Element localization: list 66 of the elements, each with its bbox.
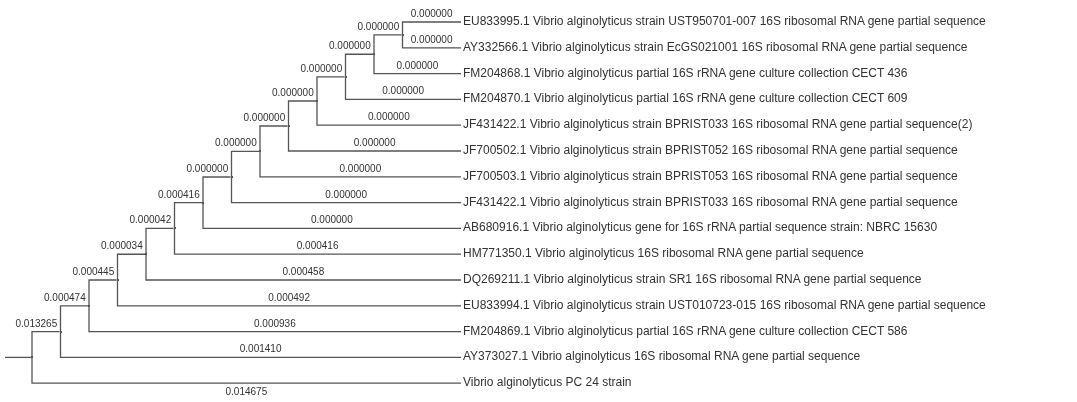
taxon-label: JF700502.1 Vibrio alginolyticus strain BPRIST052 16S ribosomal RNA gene partial sequence — [461, 143, 958, 157]
tree-branch — [145, 253, 462, 281]
tree-branch — [401, 21, 462, 36]
tree-branch — [373, 53, 462, 75]
branch-node — [344, 75, 347, 78]
tree-branch — [59, 330, 462, 359]
taxon-label: FM204870.1 Vibrio alginolyticus partial 16S rRNA gene culture collection CECT 609 — [461, 91, 908, 106]
branch-length-label: 0.000000 — [356, 20, 401, 33]
tree-branch — [287, 100, 317, 127]
taxon-label: HM771350.1 Vibrio alginolyticus 16S ribosomal RNA gene partial sequence — [461, 246, 864, 261]
taxon-label: JF431422.1 Vibrio alginolyticus strain BPRIST033 16S ribosomal RNA gene partial sequence — [461, 194, 958, 209]
tree-branch — [401, 34, 462, 49]
branch-length-label: 0.000445 — [71, 266, 116, 278]
tree-branch — [4, 356, 32, 359]
tree-branch — [173, 202, 203, 230]
tree-branch — [316, 100, 462, 126]
taxon-label: JF700503.1 Vibrio alginolyticus strain BPRIST053 16S ribosomal RNA gene partial sequence — [461, 168, 958, 183]
tree-branch — [173, 227, 462, 255]
taxon-label: DQ269211.1 Vibrio alginolyticus strain SR1 16S ribosomal RNA gene partial sequence — [461, 272, 922, 286]
taxon-label: FM204869.1 Vibrio alginolyticus partial 16S rRNA gene culture collection CECT 586 — [461, 323, 908, 338]
branch-node — [401, 33, 404, 36]
branch-length-label: 0.000458 — [281, 266, 326, 278]
branch-length-label: 0.000936 — [253, 317, 297, 330]
branch-length-label: 0.000000 — [395, 59, 440, 72]
tree-branch — [88, 279, 118, 307]
branch-length-label: 0.000000 — [338, 162, 383, 175]
branch-length-label: 0.000000 — [242, 112, 287, 124]
branch-length-label: 0.000000 — [409, 33, 454, 46]
tree-branch — [287, 125, 462, 152]
tree-branch — [373, 34, 403, 55]
tree-branch — [31, 356, 462, 384]
taxon-label: AY332566.1 Vibrio alginolyticus strain EcGS021001 16S ribosomal RNA gene partial sequence — [461, 39, 968, 54]
branch-length-label: 0.000000 — [185, 163, 230, 175]
tree-branch — [116, 253, 146, 281]
taxon-label: JF431422.1 Vibrio alginolyticus strain BPRIST033 16S ribosomal RNA gene partial sequence(2) — [461, 117, 973, 132]
taxon-label: EU833994.1 Vibrio alginolyticus strain UST010723-015 16S ribosomal RNA gene partial sequence — [461, 297, 986, 312]
branch-length-label: 0.000000 — [352, 137, 397, 149]
taxon-label: AY373027.1 Vibrio alginolyticus 16S ribosomal RNA gene partial sequence — [461, 349, 861, 364]
tree-branch — [88, 305, 462, 333]
branch-length-label: 0.000000 — [299, 62, 344, 75]
branch-length-label: 0.000000 — [271, 87, 315, 99]
branch-length-label: 0.013265 — [14, 317, 59, 330]
tree-branch — [259, 125, 289, 153]
branch-node — [59, 330, 62, 333]
branch-length-label: 0.000000 — [409, 8, 454, 20]
branch-length-label: 0.000474 — [43, 291, 87, 304]
branch-node — [173, 227, 176, 230]
tree-branch — [344, 76, 462, 101]
tree-branch — [316, 76, 346, 102]
tree-branch — [145, 227, 175, 255]
tree-branch — [230, 150, 260, 178]
tree-branch — [59, 305, 89, 333]
taxon-label: FM204868.1 Vibrio alginolyticus partial 16S rRNA gene culture collection CECT 436 — [461, 65, 908, 80]
branch-length-label: 0.000492 — [267, 291, 311, 304]
tree-branch — [116, 279, 462, 307]
tree-branch — [230, 176, 462, 204]
tree-branch — [344, 53, 374, 78]
branch-length-label: 0.000416 — [157, 188, 201, 201]
branch-length-label: 0.000000 — [324, 188, 368, 201]
tree-branch — [202, 202, 462, 230]
tree-branch — [31, 330, 61, 359]
tree-branch — [202, 176, 232, 204]
taxon-label: Vibrio alginolyticus PC 24 strain — [461, 375, 632, 390]
tree-branch — [259, 150, 462, 178]
taxon-label: EU833995.1 Vibrio alginolyticus strain UST950701-007 16S ribosomal RNA gene partial sequence — [461, 14, 986, 28]
taxon-label: AB680916.1 Vibrio alginolyticus gene for 16S rRNA partial sequence strain: NBRC 15630 — [461, 220, 938, 235]
